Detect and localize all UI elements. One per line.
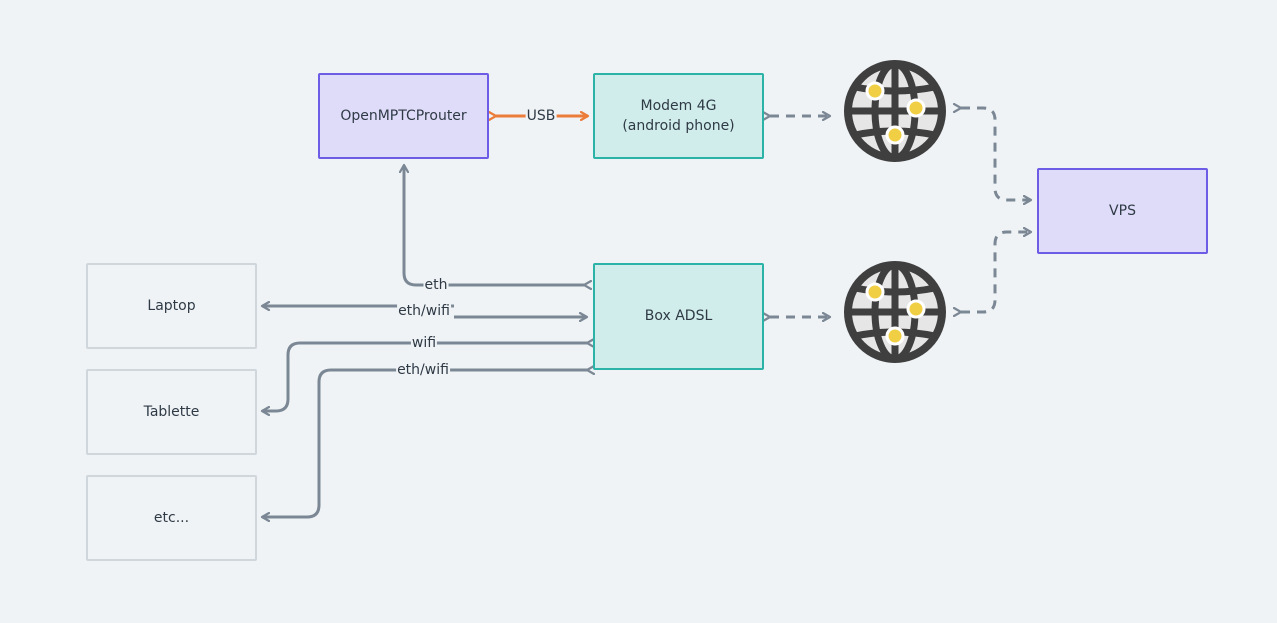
openmptcprouter-node: OpenMPTCProuter	[318, 73, 489, 159]
tablette-label: Tablette	[143, 403, 200, 420]
tablette-edge-label: wifi	[410, 335, 438, 351]
laptop-label: Laptop	[147, 297, 196, 314]
eth-router-edge	[404, 165, 584, 285]
etc-edge	[262, 370, 587, 517]
globe-icon	[844, 261, 946, 363]
laptop-edge-label: eth/wifi	[397, 303, 451, 319]
vps-node: VPS	[1037, 168, 1208, 254]
globe-icon	[844, 60, 946, 162]
globe-vps-edge-bottom	[961, 232, 1031, 312]
openmptcprouter-label: OpenMPTCProuter	[340, 107, 467, 124]
modem-4g-node: Modem 4G (android phone)	[593, 73, 764, 159]
tablette-node: Tablette	[86, 369, 257, 455]
etc-edge-label: eth/wifi	[396, 362, 450, 378]
laptop-node: Laptop	[86, 263, 257, 349]
modem-4g-label: Modem 4G (android phone)	[622, 97, 735, 134]
usb-edge-label: USB	[525, 108, 557, 124]
etc-node: etc...	[86, 475, 257, 561]
globe-vps-edge-top	[961, 108, 1031, 200]
vps-label: VPS	[1109, 202, 1136, 219]
box-adsl-label: Box ADSL	[644, 308, 713, 325]
box-adsl-node: Box ADSL	[593, 263, 764, 370]
eth-edge-label: eth	[423, 277, 449, 293]
etc-label: etc...	[153, 509, 190, 526]
